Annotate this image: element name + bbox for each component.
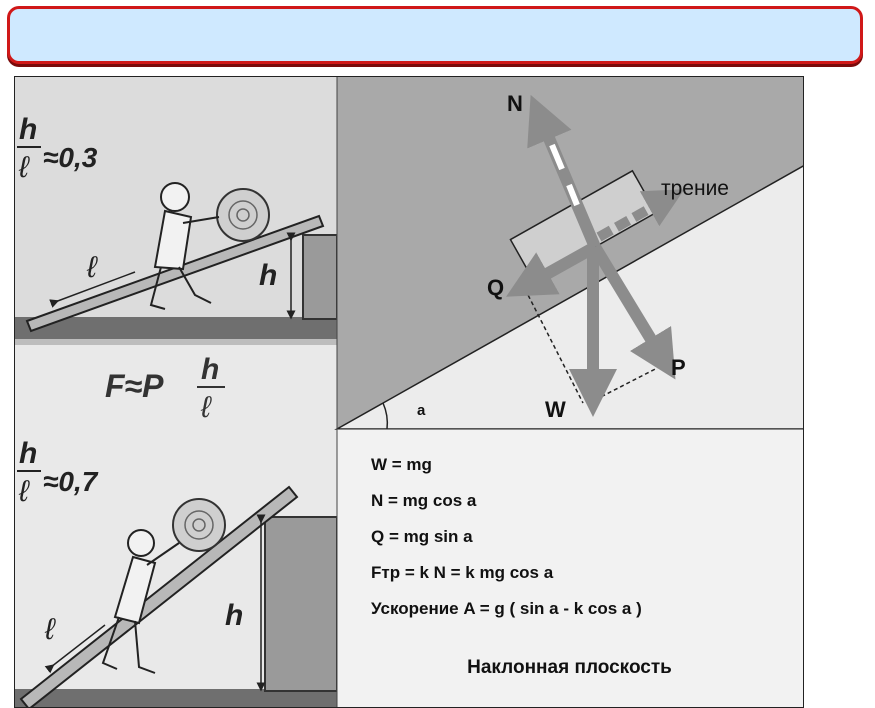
bottom-ratio-h: h (19, 437, 37, 470)
force-diagram: a N трение Q P W (334, 77, 803, 430)
top-log (216, 188, 270, 242)
top-ratio-value: ≈0,3 (43, 142, 98, 173)
formula-friction: Fтр = k N = k mg cos a (371, 563, 554, 582)
label-P: P (671, 355, 686, 380)
bottom-illustration: h ℓ h ℓ ≈0,7 (15, 437, 338, 707)
arrow-Q (506, 241, 598, 297)
top-illustration: h ℓ h ℓ ≈0,3 (15, 77, 338, 339)
top-ratio-h: h (19, 113, 37, 146)
middle-frac-bottom: ℓ (200, 391, 212, 424)
bottom-ratio-value: ≈0,7 (43, 466, 99, 497)
label-N: N (507, 91, 523, 116)
middle-frac-top: h (201, 353, 219, 386)
top-ratio-l: ℓ (18, 151, 30, 184)
arrow-friction (596, 189, 685, 242)
arrow-N-dash (549, 143, 565, 171)
top-h-label: h (259, 259, 277, 292)
formula-normal: N = mg cos a (371, 491, 477, 510)
top-plank (25, 214, 325, 333)
arrow-P (589, 243, 676, 380)
label-W: W (545, 397, 566, 422)
label-Q: Q (487, 275, 504, 300)
formula-weight: W = mg (371, 455, 432, 474)
angle-label: a (417, 402, 426, 419)
bottom-plank (19, 485, 299, 707)
title-bar (7, 6, 863, 64)
figure-svg: h ℓ h ℓ ≈0,3 F≈P h ℓ (15, 77, 803, 707)
angle-arc (382, 402, 389, 430)
caption: Наклонная плоскость (467, 657, 672, 678)
formula-acceleration: Ускорение A = g ( sin a - k cos a ) (371, 599, 642, 618)
bottom-log (172, 498, 226, 552)
formulas-panel: W = mg N = mg cos a Q = mg sin a Fтр = k… (337, 429, 802, 707)
middle-formula: F≈P h ℓ (105, 353, 225, 424)
middle-formula-text: F≈P (105, 368, 164, 404)
label-friction: трение (661, 177, 729, 200)
formula-q: Q = mg sin a (371, 527, 473, 546)
bottom-man-figure (101, 529, 180, 674)
bottom-ratio-l: ℓ (18, 475, 30, 508)
top-man-figure (149, 182, 220, 310)
top-l-label: ℓ (86, 251, 98, 284)
figure-frame: h ℓ h ℓ ≈0,3 F≈P h ℓ (14, 76, 804, 708)
bottom-l-label: ℓ (44, 613, 56, 646)
arrow-N (527, 94, 601, 250)
bottom-h-label: h (225, 599, 243, 632)
